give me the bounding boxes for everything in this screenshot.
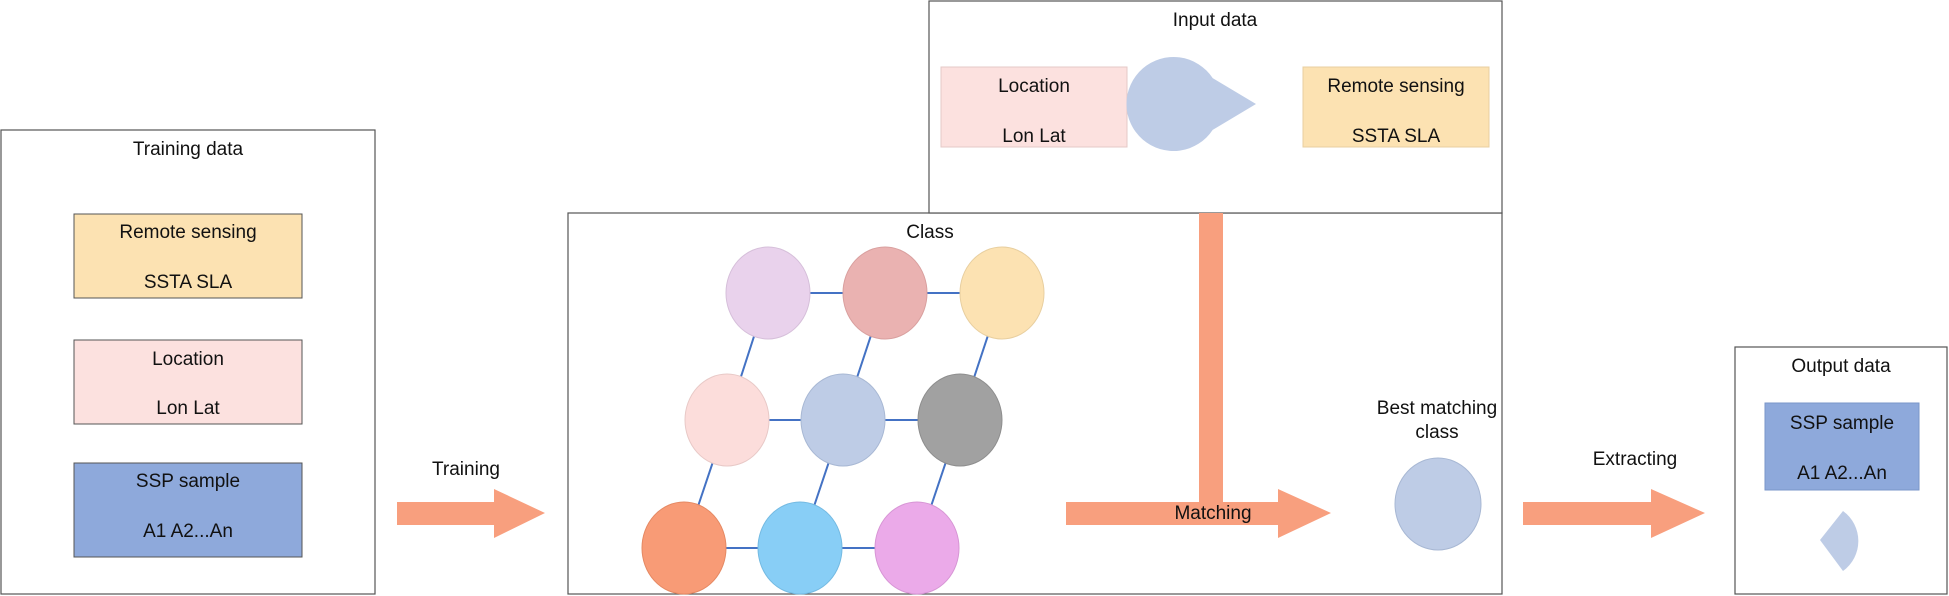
matching-arrow-label: Matching [1174, 503, 1251, 524]
class-panel: Class Best [567, 212, 1503, 595]
output-ssp-sample-values: A1 A2...An [1797, 463, 1887, 484]
training-location-label: Location [152, 349, 224, 370]
best-matching-label-2: class [1415, 422, 1458, 443]
training-remote-sensing-vars: SSTA SLA [144, 272, 233, 293]
extracting-arrow: Extracting [1523, 449, 1705, 538]
output-ssp-sample-label: SSP sample [1790, 413, 1894, 434]
input-location-label: Location [998, 76, 1070, 97]
training-data-panel: Training data Remote sensing SSTA SLA Lo… [0, 129, 376, 595]
input-data-panel: Input data Location Lon Lat Remote sensi… [928, 0, 1503, 214]
extracting-arrow-label: Extracting [1593, 449, 1677, 470]
class-node-1-1 [725, 246, 811, 340]
output-data-title: Output data [1791, 356, 1891, 377]
input-pie-icon [1126, 56, 1256, 151]
class-node-2-2 [800, 373, 886, 467]
output-data-panel: Output data SSP sample A1 A2...An [1734, 346, 1948, 595]
class-node-1-3 [959, 246, 1045, 340]
training-data-title: Training data [133, 139, 244, 160]
class-node-1-2 [842, 246, 928, 340]
training-location-vars: Lon Lat [156, 398, 220, 419]
input-location-vars: Lon Lat [1002, 126, 1066, 147]
class-node-2-1 [684, 373, 770, 467]
best-matching-class-node [1394, 457, 1482, 551]
best-matching-label-1: Best matching [1377, 398, 1497, 419]
input-location-box: Location Lon Lat [940, 66, 1128, 148]
training-ssp-sample-label: SSP sample [136, 471, 240, 492]
input-data-title: Input data [1173, 10, 1258, 31]
class-node-2-3 [917, 373, 1003, 467]
input-remote-sensing-label: Remote sensing [1327, 76, 1464, 97]
class-nodes [641, 246, 1045, 595]
class-node-3-3 [874, 501, 960, 595]
output-wedge-icon [1820, 511, 1859, 571]
training-ssp-sample-values: A1 A2...An [143, 521, 233, 542]
training-arrow-label: Training [432, 459, 500, 480]
training-remote-sensing-label: Remote sensing [119, 222, 256, 243]
class-node-3-2 [757, 501, 843, 595]
training-location-box: Location Lon Lat [73, 339, 303, 425]
training-arrow: Training [397, 459, 545, 538]
class-node-3-1 [641, 501, 727, 595]
training-remote-sensing-box: Remote sensing SSTA SLA [73, 213, 303, 299]
output-ssp-sample-box: SSP sample A1 A2...An [1764, 402, 1920, 491]
class-panel-title: Class [906, 222, 954, 243]
matching-arrow: Matching [1066, 213, 1331, 538]
input-remote-sensing-box: Remote sensing SSTA SLA [1302, 66, 1490, 148]
input-remote-sensing-vars: SSTA SLA [1352, 126, 1441, 147]
training-ssp-sample-box: SSP sample A1 A2...An [73, 462, 303, 558]
